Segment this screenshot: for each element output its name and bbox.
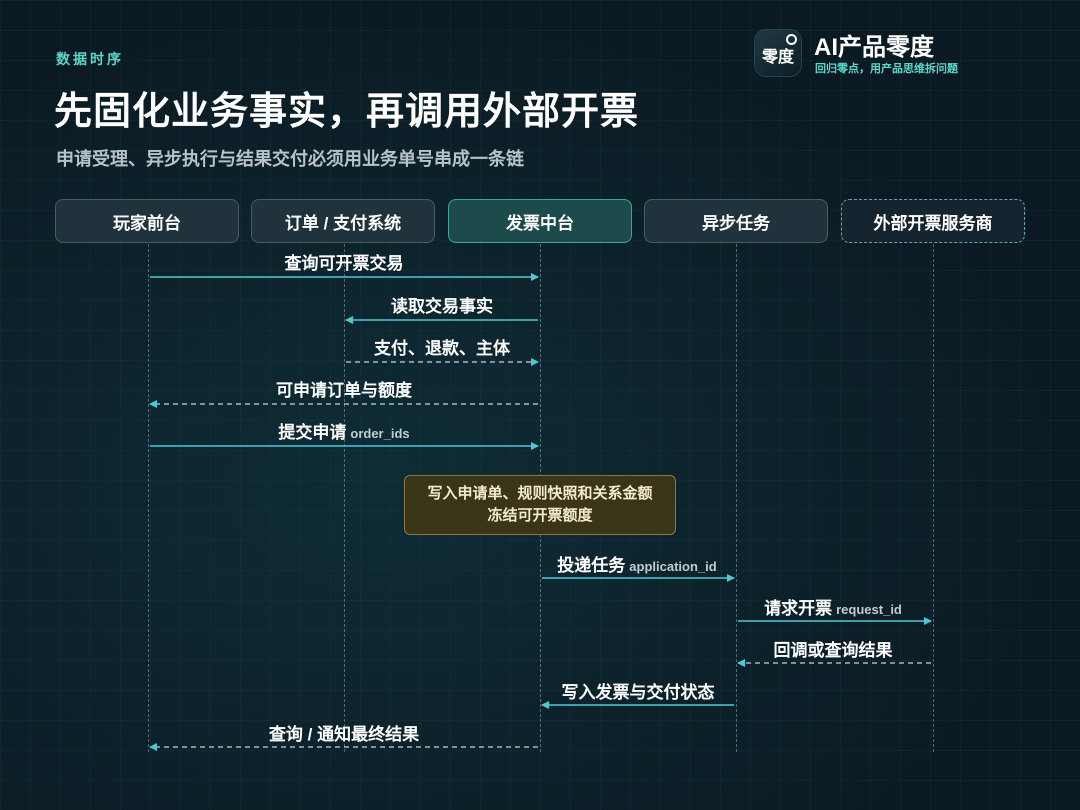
- participant-label: 异步任务: [702, 213, 770, 233]
- message-label: 回调或查询结果: [774, 636, 893, 661]
- message-label: 查询 / 通知最终结果: [269, 720, 419, 745]
- page-title: 先固化业务事实，再调用外部开票: [54, 91, 640, 133]
- brand-logo: 零度: [755, 30, 801, 76]
- participant-label: 外部开票服务商: [873, 213, 993, 233]
- lifeline: [736, 244, 737, 752]
- participant-label: 订单 / 支付系统: [284, 213, 402, 233]
- participant-external-invoice-provider: 外部开票服务商: [841, 199, 1025, 243]
- ring-icon: [786, 34, 797, 45]
- participant-player-frontend: 玩家前台: [55, 199, 239, 243]
- message-label: 可申请订单与额度: [276, 376, 412, 401]
- lifeline: [148, 244, 149, 752]
- participant-invoice-platform: 发票中台: [448, 199, 632, 243]
- brand-name: AI产品零度: [814, 34, 934, 61]
- message-code: request_id: [836, 602, 902, 617]
- lifeline: [933, 244, 934, 752]
- message-label: 读取交易事实: [391, 292, 493, 317]
- message-text: 可申请订单与额度: [276, 381, 412, 400]
- message-code: order_ids: [350, 426, 410, 441]
- page-subtitle: 申请受理、异步执行与结果交付必须用业务单号串成一条链: [56, 149, 524, 169]
- note-line: 写入申请单、规则快照和关系金额: [427, 485, 653, 502]
- message-text: 回调或查询结果: [773, 641, 893, 660]
- message-label: 支付、退款、主体: [374, 334, 510, 359]
- brand-slogan: 回归零点，用产品思维拆问题: [815, 63, 958, 75]
- lifeline: [344, 244, 345, 752]
- section-label: 数据时序: [56, 51, 124, 67]
- participant-async-task: 异步任务: [644, 199, 828, 243]
- message-text: 提交申请: [278, 423, 347, 442]
- message-code: application_id: [629, 559, 717, 574]
- note-line: 冻结可开票额度: [487, 507, 593, 524]
- participant-label: 玩家前台: [113, 213, 181, 233]
- message-label: 查询可开票交易: [285, 249, 404, 274]
- message-text: 查询 / 通知最终结果: [268, 725, 420, 744]
- process-note: 写入申请单、规则快照和关系金额 冻结可开票额度: [404, 475, 676, 535]
- message-text: 写入发票与交付状态: [561, 683, 715, 702]
- brand-logo-text: 零度: [762, 49, 795, 66]
- message-text: 支付、退款、主体: [374, 339, 510, 358]
- message-text: 读取交易事实: [391, 297, 493, 316]
- message-text: 请求开票: [764, 599, 833, 618]
- message-label: 写入发票与交付状态: [562, 678, 715, 703]
- participant-order-payment: 订单 / 支付系统: [251, 199, 435, 243]
- message-text: 投递任务: [557, 556, 626, 575]
- message-text: 查询可开票交易: [284, 254, 404, 273]
- participant-label: 发票中台: [506, 213, 574, 233]
